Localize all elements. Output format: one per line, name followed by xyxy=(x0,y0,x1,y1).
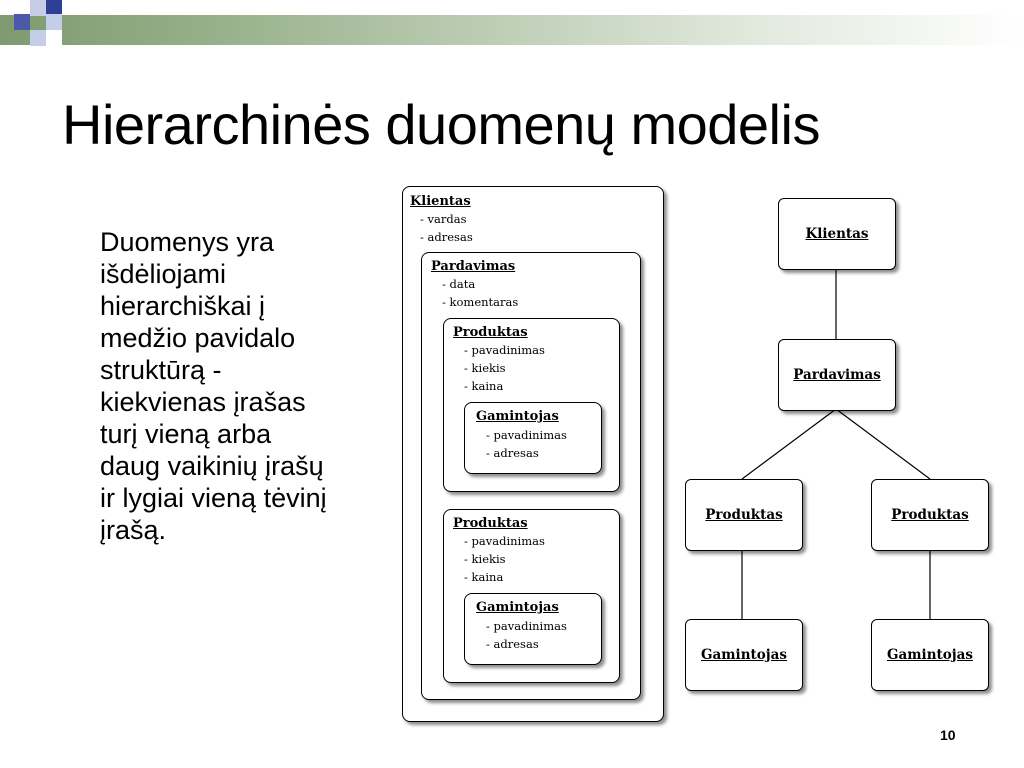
box-title-klientas: Klientas xyxy=(410,194,471,209)
box-field: - pavadinimas xyxy=(486,619,567,633)
body-line: įrašą. xyxy=(100,515,167,545)
header-band xyxy=(0,15,1024,45)
body-line: medžio pavidalo xyxy=(100,323,296,353)
tree-node-label: Gamintojas xyxy=(701,647,787,663)
tree-node-pardavimas: Pardavimas xyxy=(778,339,896,411)
page-number: 10 xyxy=(940,727,956,743)
tree-node-klientas: Klientas xyxy=(778,198,896,270)
box-title-pardavimas: Pardavimas xyxy=(431,259,516,274)
tree-node-label: Produktas xyxy=(705,507,783,523)
box-title-produktas: Produktas xyxy=(453,516,528,531)
box-field: - kaina xyxy=(464,379,504,393)
tree-node-produktas-right: Produktas xyxy=(871,479,989,551)
body-text: Duomenys yra išdėliojami hierarchiškai į… xyxy=(100,226,400,546)
box-title-gamintojas: Gamintojas xyxy=(476,600,559,615)
tree-node-gamintojas-left: Gamintojas xyxy=(685,619,803,691)
box-field: - adresas xyxy=(486,446,539,460)
decor-square xyxy=(46,30,62,46)
body-line: turį vieną arba xyxy=(100,419,272,449)
box-title-produktas: Produktas xyxy=(453,325,528,340)
box-field: - adresas xyxy=(486,637,539,651)
tree-node-produktas-left: Produktas xyxy=(685,479,803,551)
body-line: kiekvienas įrašas xyxy=(100,387,306,417)
box-field: - kiekis xyxy=(464,552,506,566)
box-field: - data xyxy=(442,277,476,291)
slide-title: Hierarchinės duomenų modelis xyxy=(62,93,820,156)
box-field: - adresas xyxy=(420,230,473,244)
tree-node-gamintojas-right: Gamintojas xyxy=(871,619,989,691)
tree-node-label: Pardavimas xyxy=(793,367,881,383)
box-field: - pavadinimas xyxy=(464,343,545,357)
tree-node-label: Gamintojas xyxy=(887,647,973,663)
nested-box-gamintojas-1 xyxy=(464,402,602,474)
decor-square xyxy=(30,0,46,16)
box-title-gamintojas: Gamintojas xyxy=(476,409,559,424)
body-line: ir lygiai vieną tėvinį xyxy=(100,483,327,513)
connector-pardavimas-produktas-left xyxy=(741,408,837,480)
decor-square xyxy=(46,0,62,16)
box-field: - kaina xyxy=(464,570,504,584)
nested-box-gamintojas-2 xyxy=(464,593,602,665)
body-line: hierarchiškai į xyxy=(100,291,266,321)
tree-node-label: Klientas xyxy=(805,226,869,242)
body-line: išdėliojami xyxy=(100,259,227,289)
connector-pardavimas-produktas-right xyxy=(835,408,931,480)
box-field: - pavadinimas xyxy=(486,428,567,442)
decor-square xyxy=(46,14,62,30)
tree-node-label: Produktas xyxy=(891,507,969,523)
box-field: - vardas xyxy=(420,212,467,226)
body-line: struktūrą - xyxy=(100,355,222,385)
body-line: daug vaikinių įrašų xyxy=(100,451,324,481)
box-field: - kiekis xyxy=(464,361,506,375)
decor-square xyxy=(30,30,46,46)
box-field: - komentaras xyxy=(442,295,519,309)
body-line: Duomenys yra xyxy=(100,227,275,257)
box-field: - pavadinimas xyxy=(464,534,545,548)
decor-square xyxy=(14,14,30,30)
